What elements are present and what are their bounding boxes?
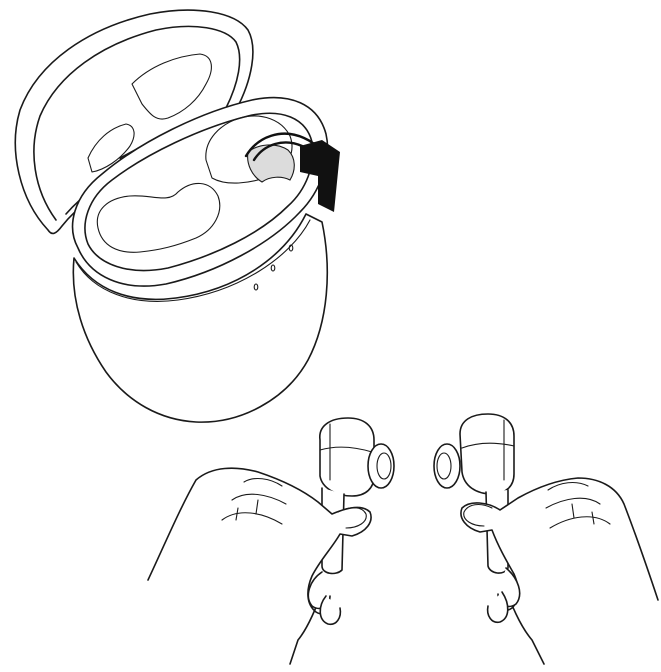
left-earbud-icon <box>320 418 394 573</box>
charging-case-open-icon <box>15 10 340 422</box>
protective-film-icon <box>248 145 295 182</box>
earbuds-in-hands-icon <box>148 414 658 664</box>
